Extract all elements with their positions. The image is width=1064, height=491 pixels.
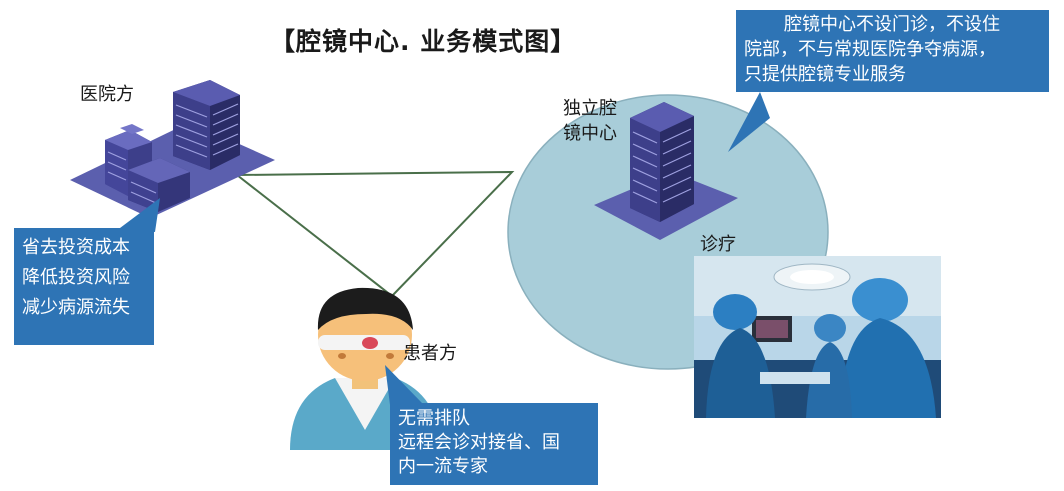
surgery-photo xyxy=(694,256,941,418)
center-callout-line: 只提供腔镜专业服务 xyxy=(744,64,906,85)
patient-avatar-icon xyxy=(290,287,440,450)
hospital-callout-line: 降低投资风险 xyxy=(22,267,130,288)
patient-callout-line: 内一流专家 xyxy=(398,456,488,477)
center-callout: 腔镜中心不设门诊，不设住 院部，不与常规医院争夺病源， 只提供腔镜专业服务 xyxy=(736,10,1049,92)
treatment-label: 诊疗 xyxy=(700,234,736,255)
patient-label: 患者方 xyxy=(403,343,457,364)
hospital-label: 医院方 xyxy=(80,84,134,105)
center-callout-line: 院部，不与常规医院争夺病源， xyxy=(744,39,996,60)
patient-callout-line: 无需排队 xyxy=(398,408,470,429)
center-label-line1: 独立腔 xyxy=(563,98,617,119)
center-building-icon xyxy=(594,102,738,240)
center-label: 独立腔 镜中心 xyxy=(563,96,617,146)
connector-lines xyxy=(236,170,515,298)
center-callout-line: 腔镜中心不设门诊，不设住 xyxy=(784,14,1000,35)
center-callout-pointer xyxy=(728,92,770,152)
page-title: 【腔镜中心. 业务模式图】 xyxy=(270,27,577,56)
hospital-callout-line: 省去投资成本 xyxy=(22,237,130,258)
patient-callout-line: 远程会诊对接省、国 xyxy=(398,432,560,453)
hospital-callout-line: 减少病源流失 xyxy=(22,297,130,318)
hospital-buildings-icon xyxy=(70,80,275,218)
patient-callout: 无需排队 远程会诊对接省、国 内一流专家 xyxy=(390,403,598,485)
center-label-line2: 镜中心 xyxy=(563,123,617,144)
hospital-callout: 省去投资成本 降低投资风险 减少病源流失 xyxy=(14,228,154,345)
patient-callout-pointer xyxy=(385,365,422,405)
hospital-callout-pointer xyxy=(120,198,160,232)
